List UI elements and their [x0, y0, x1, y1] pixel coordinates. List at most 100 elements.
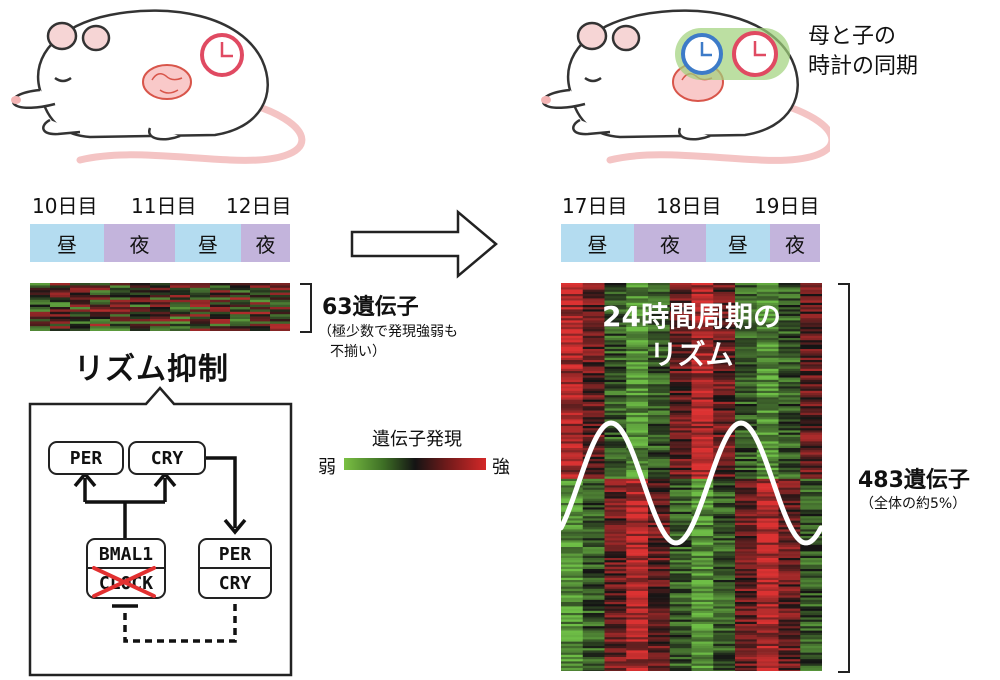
- heatmap-cell: [778, 448, 801, 451]
- heatmap-cell: [778, 322, 801, 326]
- heatmap-cell: [756, 608, 779, 612]
- heatmap-cell: [800, 489, 822, 493]
- heatmap-cell: [626, 654, 649, 658]
- heatmap-cell: [626, 322, 649, 326]
- heatmap-cell: [756, 595, 779, 598]
- heatmap-cell: [582, 602, 605, 605]
- heatmap-cell: [582, 309, 605, 312]
- heatmap-cell: [800, 496, 822, 499]
- heatmap-cell: [582, 333, 605, 337]
- heatmap-cell: [626, 643, 649, 647]
- heatmap-cell: [604, 487, 627, 491]
- heatmap-cell: [648, 608, 671, 612]
- heatmap-cell: [582, 294, 605, 297]
- heatmap-cell: [800, 659, 822, 662]
- heatmap-cell: [735, 547, 758, 550]
- heatmap-cell: [210, 299, 231, 303]
- heatmap-cell: [735, 566, 758, 570]
- heatmap-cell: [691, 366, 714, 370]
- heatmap-cell: [561, 553, 584, 557]
- heatmap-cell: [626, 553, 649, 557]
- heatmap-cell: [756, 437, 779, 440]
- heatmap-cell: [735, 498, 758, 502]
- heatmap-cell: [756, 663, 779, 667]
- heatmap-cell: [800, 670, 822, 671]
- heatmap-cell: [800, 516, 822, 519]
- heatmap-cell: [735, 575, 758, 579]
- heatmap-cell: [626, 390, 649, 394]
- heatmap-cell: [626, 448, 649, 451]
- heatmap-cell: [626, 357, 649, 361]
- heatmap-cell: [735, 322, 758, 326]
- heatmap-cell: [561, 654, 584, 658]
- heatmap-cell: [626, 558, 649, 561]
- heatmap-cell: [626, 412, 649, 416]
- heatmap-cell: [648, 569, 671, 572]
- heatmap-cell: [778, 641, 801, 645]
- heatmap-cell: [626, 434, 649, 438]
- heatmap-cell: [800, 503, 822, 506]
- heatmap-cell: [735, 331, 758, 334]
- heatmap-cell: [800, 395, 822, 398]
- heatmap-cell: [800, 316, 822, 319]
- heatmap-cell: [648, 417, 671, 420]
- heatmap-cell: [669, 377, 692, 381]
- heatmap-cell: [778, 487, 801, 491]
- heatmap-cell: [270, 307, 290, 310]
- heatmap-cell: [561, 335, 584, 339]
- heatmap-cell: [713, 613, 736, 616]
- heatmap-cell: [604, 399, 627, 403]
- heatmap-cell: [756, 516, 779, 519]
- heatmap-cell: [800, 309, 822, 312]
- heatmap-cell: [669, 632, 692, 636]
- heatmap-cell: [800, 619, 822, 623]
- heatmap-cell: [561, 560, 584, 563]
- heatmap-cell: [669, 461, 692, 464]
- heatmap-cell: [669, 588, 692, 592]
- heatmap-cell: [604, 368, 627, 372]
- heatmap-cell: [626, 595, 649, 598]
- heatmap-cell: [626, 608, 649, 612]
- heatmap-cell: [582, 481, 605, 484]
- heatmap-cell: [713, 357, 736, 361]
- heatmap-cell: [756, 500, 779, 504]
- heatmap-cell: [735, 562, 758, 565]
- heatmap-cell: [691, 538, 714, 541]
- heatmap-cell: [648, 635, 671, 638]
- heatmap-cell: [648, 324, 671, 328]
- heatmap-cell: [778, 397, 801, 400]
- heatmap-cell: [713, 373, 736, 376]
- heatmap-cell: [604, 386, 627, 389]
- heatmap-cell: [30, 304, 51, 308]
- heatmap-cell: [170, 287, 191, 291]
- heatmap-cell: [626, 432, 649, 436]
- heatmap-cell: [626, 492, 649, 495]
- heatmap-cell: [778, 364, 801, 367]
- heatmap-cell: [756, 285, 779, 288]
- heatmap-cell: [582, 465, 605, 469]
- heatmap-cell: [582, 527, 605, 530]
- heatmap-cell: [561, 617, 584, 620]
- heatmap-cell: [669, 516, 692, 519]
- heatmap-cell: [70, 290, 91, 293]
- heatmap-cell: [691, 344, 714, 348]
- heatmap-cell: [626, 393, 649, 396]
- heatmap-cell: [561, 582, 584, 585]
- heatmap-cell: [778, 368, 801, 372]
- heatmap-cell: [250, 304, 271, 308]
- heatmap-cell: [756, 551, 779, 554]
- heatmap-cell: [800, 417, 822, 420]
- heatmap-cell: [626, 615, 649, 618]
- heatmap-cell: [735, 294, 758, 297]
- heatmap-cell: [691, 555, 714, 559]
- heatmap-cell: [648, 665, 671, 669]
- heatmap-cell: [604, 621, 627, 625]
- heatmap-cell: [648, 382, 671, 385]
- heatmap-cell: [735, 599, 758, 603]
- heatmap-cell: [669, 419, 692, 422]
- heatmap-cell: [691, 474, 714, 477]
- heatmap-cell: [561, 635, 584, 638]
- heatmap-cell: [713, 355, 736, 359]
- heatmap-cell: [735, 410, 758, 414]
- heatmap-cell: [70, 285, 91, 289]
